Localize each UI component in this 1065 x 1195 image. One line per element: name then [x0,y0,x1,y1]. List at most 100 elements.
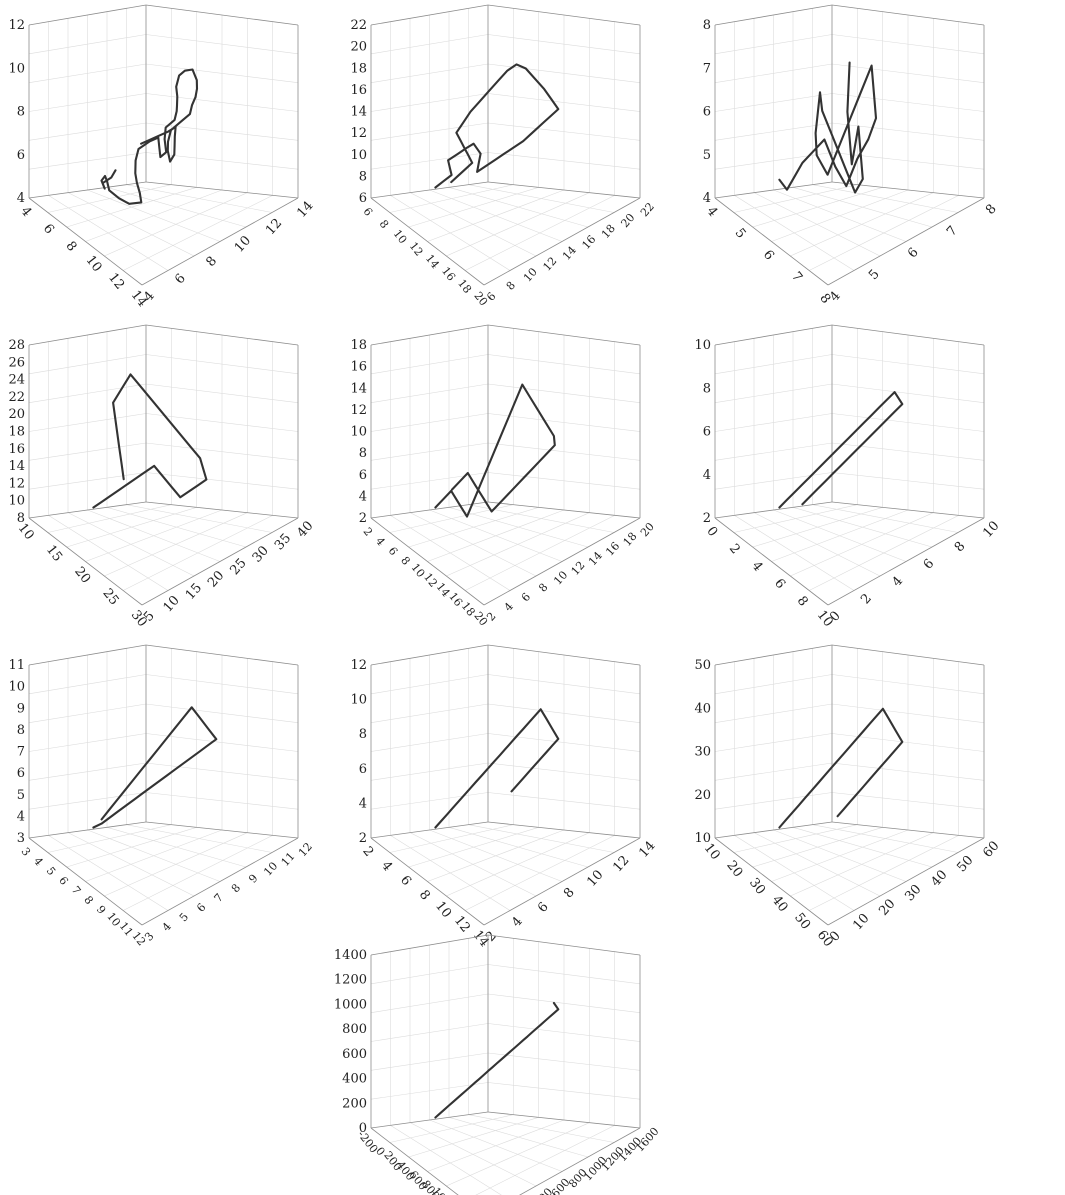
box-edge [714,837,829,926]
box-edge [370,517,485,606]
y-tick-label: 4 [889,574,906,590]
grid-line [427,189,565,242]
z-tick-label: 6 [703,425,711,440]
y-tick-label: 50 [954,853,976,875]
box-edge [370,1111,489,1129]
y-tick-label: 18 [621,530,640,549]
z-tick-label: 18 [350,61,367,76]
grid-line [809,835,959,911]
box-edge [487,181,641,199]
z-tick-label: 4 [359,489,367,504]
z-tick-label: 600 [342,1047,367,1062]
grid-lines [714,8,985,271]
grid-lines [28,328,299,591]
grid-lines [370,328,641,591]
z-tick-label: 10 [694,831,711,846]
y-tick-label: 14 [586,549,605,568]
grid-line [145,152,299,170]
z-tick-label: 3 [17,831,25,846]
x-tick-label: 6 [397,873,414,889]
y-tick-label: 12 [569,559,588,578]
z-tick-label: 12 [350,126,367,141]
grid-line [427,1119,565,1172]
grid-line [468,1114,615,1143]
z-tick-label: 10 [8,680,25,695]
z-tick-label: 20 [350,40,367,55]
trajectory-line [100,68,199,205]
z-tick-label: 16 [8,442,25,457]
grid-line [831,472,985,490]
y-tick-label: 30 [250,543,272,565]
grid-line [465,835,615,911]
x-tick-label: 6 [360,205,375,219]
box-edge [483,837,641,926]
box-edges [370,934,641,1195]
x-tick-label: 10 [83,253,105,275]
z-tick-label: 8 [359,169,367,184]
x-tick-label: 12 [105,270,127,292]
y-tick-label: 5 [866,267,883,283]
box-edge [28,821,147,839]
z-tick-label: 6 [17,766,25,781]
y-tick-label: 16 [579,233,598,252]
y-tick-label: 25 [227,556,249,578]
x-tick-label: 20 [723,858,745,880]
box-edge [831,324,985,346]
trajectory-line [92,373,208,509]
z-tick-label: 14 [350,105,367,120]
grid-lines [28,8,299,271]
box-edge [28,324,147,346]
z-tick-label: 26 [8,355,25,370]
z-tick-label: 12 [350,658,367,673]
y-tick-label: 6 [172,271,189,287]
z-tick-label: 22 [350,18,367,33]
x-tick-label: 6 [386,544,401,558]
z-tick-label: 30 [694,745,711,760]
z-tick-label: 50 [694,658,711,673]
trajectory-line [434,383,556,518]
trajectory-line [434,1001,560,1119]
grid-line [28,152,147,170]
grid-line [123,515,273,591]
z-tick-label: 12 [350,403,367,418]
z-tick-label: 2 [703,511,711,526]
z-tick-label: 14 [350,381,367,396]
box-edge [831,4,985,26]
z-tick-label: 10 [694,338,711,353]
box-edges [714,4,985,286]
box-edge [141,197,299,286]
trajectory-line [92,706,218,829]
box-edge [714,821,833,839]
grid-line [123,835,273,911]
grid-line [446,512,590,577]
grid-line [812,824,959,853]
z-tick-label: 1400 [334,948,367,963]
y-tick-label: 8 [561,885,578,901]
trajectory-line [778,61,878,194]
grid-lines [714,648,985,911]
z-tick-label: 4 [703,191,711,206]
grid-line [28,472,147,490]
y-tick-label: 5 [177,910,191,924]
z-tick-label: 2 [359,831,367,846]
y-tick-label: 11 [279,850,298,869]
z-tick-label: 8 [17,723,25,738]
grid-line [468,184,615,213]
grid-line [487,792,641,810]
y-tick-label: 6 [194,901,208,915]
grid-line [370,792,489,810]
x-tick-label: 40 [769,893,791,915]
box-edges [714,644,985,926]
box-edge [141,837,299,926]
y-tick-label: 10 [584,867,606,889]
grid-line [771,509,909,562]
panel-5: 2468101214161824681012141618202468101214… [350,324,657,628]
y-tick-label: 6 [921,556,938,572]
y-tick-label: 40 [928,867,950,889]
box-edge [714,197,829,286]
x-tick-label: 12 [451,913,473,935]
y-tick-label: 14 [560,244,579,263]
y-tick-label: 10 [980,518,1002,540]
